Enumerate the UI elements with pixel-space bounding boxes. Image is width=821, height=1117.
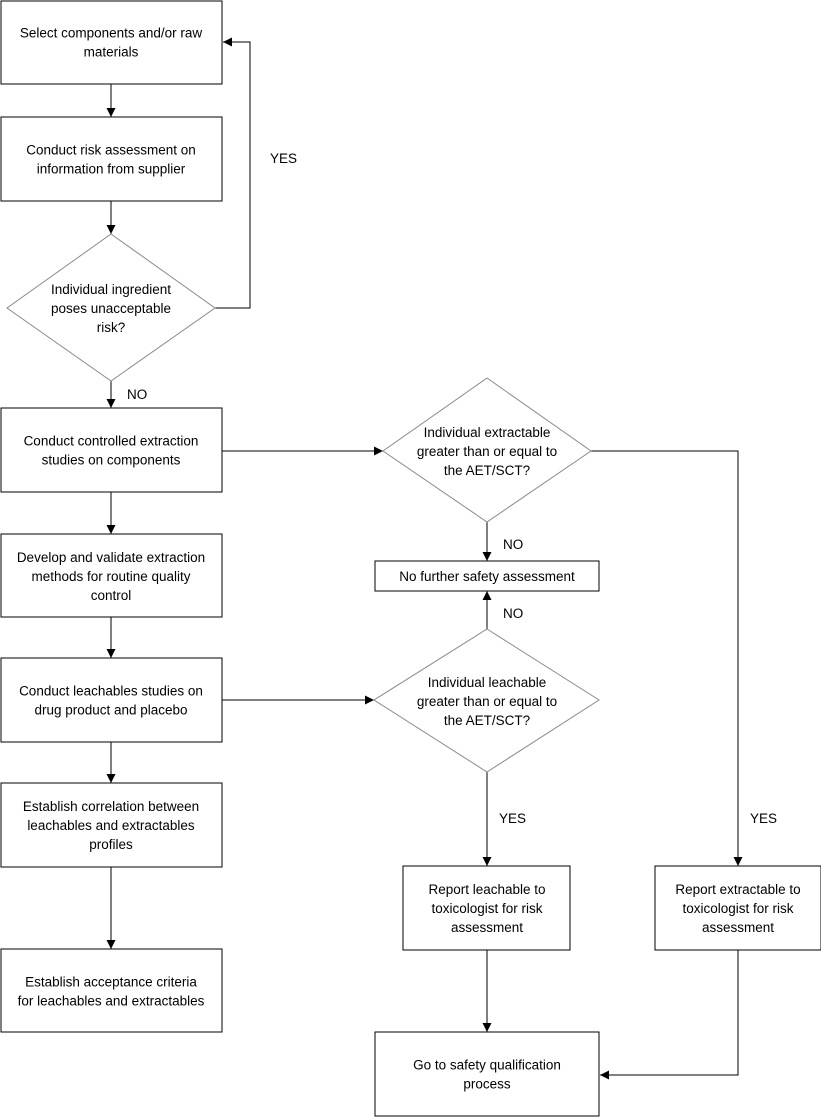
arrow-report-extractable-to-qualification: [600, 950, 739, 1080]
label-extractable-no: NO: [503, 537, 523, 552]
node-text-line: Establish acceptance criteria: [25, 975, 197, 990]
select-components-text: Select components and/or raw materials: [20, 26, 203, 60]
arrow-extractable-yes: [591, 450, 743, 866]
label-leachable-no: NO: [503, 606, 523, 621]
node-text-line: assessment: [451, 920, 523, 935]
extraction-studies-box: Conduct controlled extraction studies on …: [0, 407, 223, 493]
extractable-decision-diamond: Individual extractable greater than or eq…: [382, 377, 592, 523]
edge-labels: YES NO NO NO YES YES: [127, 151, 777, 826]
node-text-line: Conduct controlled extraction: [24, 434, 199, 449]
node-text-line: methods for routine quality: [31, 569, 190, 584]
node-text-line: process: [463, 1077, 511, 1092]
risk-assessment-text: Conduct risk assessment on information fr…: [26, 143, 196, 177]
extraction-studies-text: Conduct controlled extraction studies on …: [24, 434, 199, 468]
node-text-line: poses unacceptable: [51, 301, 171, 316]
node-text-line: for leachables and extractables: [18, 994, 205, 1009]
leachable-decision-diamond: Individual leachable greater than or equa…: [373, 628, 600, 773]
select-components-box: Select components and/or raw materials: [0, 0, 223, 85]
node-text-line: No further safety assessment: [399, 569, 575, 584]
safety-qualification-box: Go to safety qualification process: [374, 1031, 600, 1117]
connectors: [106, 37, 743, 1080]
node-text-line: leachables and extractables: [27, 818, 195, 833]
label-ingredient-no: NO: [127, 387, 147, 402]
node-text-line: studies on components: [42, 453, 181, 468]
label-extractable-yes: YES: [750, 811, 777, 826]
leachables-studies-box: Conduct leachables studies on drug produc…: [0, 657, 223, 743]
node-text-line: Report leachable to: [428, 882, 545, 897]
node-text-line: Conduct risk assessment on: [26, 143, 196, 158]
node-text-line: Conduct leachables studies on: [19, 684, 203, 699]
acceptance-criteria-box: Establish acceptance criteria for leachab…: [0, 948, 223, 1033]
node-text-line: control: [91, 588, 132, 603]
node-text-line: Establish correlation between: [23, 799, 199, 814]
node-text-line: Develop and validate extraction: [17, 550, 205, 565]
leachable-decision-text: Individual leachable greater than or equa…: [417, 675, 557, 728]
node-text-line: toxicologist for risk: [682, 901, 793, 916]
acceptance-criteria-text: Establish acceptance criteria for leachab…: [18, 975, 205, 1009]
no-further-text: No further safety assessment: [399, 569, 575, 584]
extractable-decision-text: Individual extractable greater than or eq…: [417, 425, 557, 478]
report-extractable-box: Report extractable to toxicologist for ri…: [654, 865, 821, 951]
label-leachable-yes: YES: [499, 811, 526, 826]
leachables-studies-text: Conduct leachables studies on drug produc…: [19, 684, 203, 718]
node-text-line: Select components and/or raw: [20, 26, 203, 41]
node-text-line: greater than or equal to: [417, 694, 557, 709]
node-text-line: drug product and placebo: [34, 703, 187, 718]
extraction-methods-box: Develop and validate extraction methods f…: [0, 533, 223, 618]
node-text-line: Individual extractable: [424, 425, 551, 440]
node-text-line: the AET/SCT?: [444, 713, 530, 728]
node-text-line: Individual leachable: [428, 675, 547, 690]
no-further-assessment-box: No further safety assessment: [374, 560, 600, 592]
node-text-line: profiles: [89, 837, 133, 852]
correlation-text: Establish correlation between leachables …: [23, 799, 199, 852]
node-text-line: risk?: [97, 320, 126, 335]
node-text-line: the AET/SCT?: [444, 463, 530, 478]
node-text-line: Individual ingredient: [51, 282, 171, 297]
node-text-line: toxicologist for risk: [431, 901, 542, 916]
node-text-line: greater than or equal to: [417, 444, 557, 459]
arrow-ingredient-yes-loop: [215, 37, 251, 309]
label-ingredient-yes: YES: [270, 151, 297, 166]
report-leachable-box: Report leachable to toxicologist for risk…: [402, 865, 571, 951]
correlation-box: Establish correlation between leachables …: [0, 782, 223, 868]
risk-assessment-box: Conduct risk assessment on information fr…: [0, 116, 223, 202]
report-leachable-text: Report leachable to toxicologist for risk…: [428, 882, 545, 935]
node-text-line: Go to safety qualification: [413, 1058, 561, 1073]
report-extractable-text: Report extractable to toxicologist for ri…: [675, 882, 800, 935]
extraction-methods-text: Develop and validate extraction methods f…: [17, 550, 205, 603]
node-text-line: information from supplier: [37, 162, 186, 177]
ingredient-decision-diamond: Individual ingredient poses unacceptable r…: [6, 233, 216, 382]
node-text-line: assessment: [702, 920, 774, 935]
safety-qualification-text: Go to safety qualification process: [413, 1058, 561, 1092]
ingredient-decision-text: Individual ingredient poses unacceptable r…: [51, 282, 171, 335]
node-text-line: Report extractable to: [675, 882, 800, 897]
node-text-line: materials: [84, 45, 139, 60]
